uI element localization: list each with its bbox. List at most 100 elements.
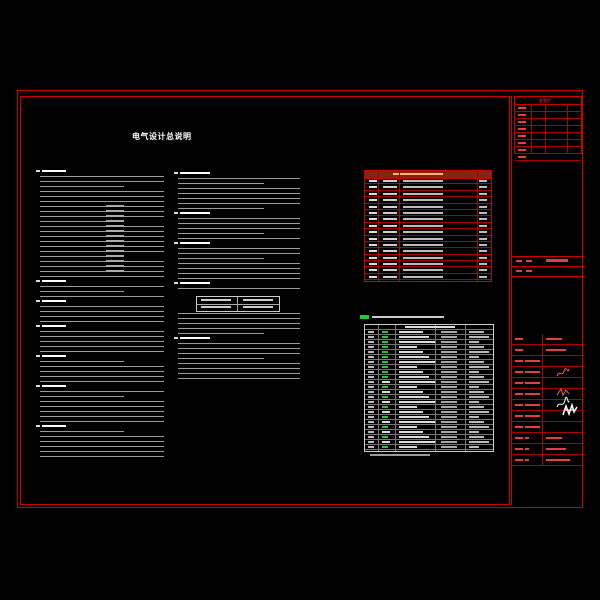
note-line: [40, 251, 164, 252]
legend-row: [365, 390, 493, 395]
value-tag: [106, 255, 124, 257]
legend-footnote: [370, 454, 430, 456]
notes-column-middle: [174, 172, 300, 382]
note-line: [40, 416, 164, 417]
note-line: [40, 256, 124, 257]
section-heading: [42, 170, 66, 172]
section-heading: [42, 355, 66, 357]
note-line: [40, 381, 164, 382]
note-line: [178, 268, 300, 269]
section-heading: [180, 337, 210, 339]
note-line: [40, 396, 124, 397]
note-line: [40, 286, 164, 287]
note-line: [40, 336, 164, 337]
note-line: [178, 328, 300, 329]
index-row: [365, 184, 491, 191]
note-line: [178, 363, 300, 364]
legend-row: [365, 405, 493, 410]
legend-row: [365, 340, 493, 345]
note-line: [40, 176, 164, 177]
note-line: [40, 456, 164, 457]
note-line: [178, 228, 300, 229]
note-line: [178, 258, 264, 259]
value-tag: [106, 235, 124, 237]
legend-row: [365, 330, 493, 335]
legend-row: [365, 360, 493, 365]
section-heading: [42, 325, 66, 327]
legend-row: [365, 425, 493, 430]
note-line: [40, 341, 164, 342]
title-block-row: [512, 433, 584, 444]
note-line: [40, 241, 164, 242]
value-tag: [106, 215, 124, 217]
legend-row: [365, 335, 493, 340]
section-marker: [174, 282, 178, 284]
handwritten-signature: [556, 382, 570, 397]
note-line: [40, 226, 164, 227]
legend-row: [365, 440, 493, 445]
index-row: [365, 261, 491, 268]
index-row: [365, 204, 491, 210]
note-line: [178, 313, 300, 314]
legend-row: [365, 325, 493, 330]
section-marker: [36, 170, 40, 172]
handwritten-signature: [556, 394, 570, 408]
countersign-row: [515, 119, 581, 126]
legend-row: [365, 370, 493, 375]
drawing-index-header: [365, 171, 491, 179]
note-line: [178, 188, 300, 189]
value-tag: [106, 265, 124, 267]
note-line: [178, 193, 300, 194]
note-line: [40, 276, 164, 277]
note-line: [40, 411, 164, 412]
index-row: [365, 197, 491, 204]
title-block-row: [512, 444, 584, 455]
note-line: [178, 323, 300, 324]
index-row: [365, 229, 491, 236]
countersign-header: 会签栏: [539, 98, 551, 103]
section-marker: [174, 337, 178, 339]
note-line: [40, 361, 124, 362]
index-row: [365, 274, 491, 281]
inline-box-table: [196, 296, 280, 312]
note-line: [178, 288, 300, 289]
drawing-index-table: [364, 170, 492, 282]
note-line: [40, 436, 164, 437]
title-block-row: [512, 378, 584, 389]
legend-row: [365, 430, 493, 435]
title-block-row: [512, 389, 584, 400]
title-block-row: [512, 345, 584, 356]
drawing-outer-frame: [17, 90, 583, 508]
section-heading: [42, 280, 66, 282]
legend-row: [365, 410, 493, 415]
legend-row: [365, 365, 493, 370]
note-line: [40, 391, 164, 392]
value-tag: [106, 225, 124, 227]
value-tag: [106, 220, 124, 222]
title-block-row: [512, 422, 584, 433]
index-row: [365, 191, 491, 198]
value-tag: [106, 260, 124, 262]
note-line: [40, 451, 164, 452]
note-line: [40, 186, 124, 187]
note-line: [40, 311, 164, 312]
section-heading: [180, 242, 210, 244]
note-line: [178, 183, 264, 184]
note-line: [178, 278, 300, 279]
note-line: [178, 218, 300, 219]
note-line: [178, 233, 264, 234]
note-line: [40, 221, 124, 222]
note-line: [40, 376, 164, 377]
index-row: [365, 248, 491, 255]
note-line: [178, 198, 300, 199]
note-line: [178, 333, 264, 334]
value-tag: [106, 210, 124, 212]
note-line: [178, 238, 300, 239]
section-marker: [174, 212, 178, 214]
legend-row: [365, 345, 493, 350]
note-line: [40, 401, 164, 402]
legend-row: [365, 415, 493, 420]
legend-row: [365, 445, 493, 450]
section-marker: [36, 300, 40, 302]
section-marker: [174, 242, 178, 244]
